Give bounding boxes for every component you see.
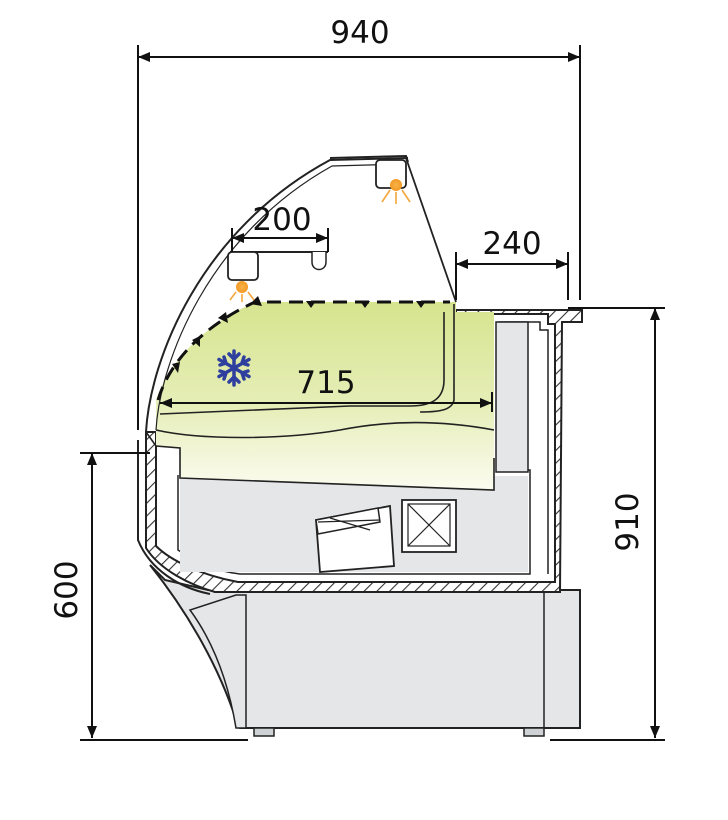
light-icon (229, 281, 255, 302)
label-overall-height: 910 (610, 492, 646, 551)
light-icon (381, 179, 411, 204)
base-cabinet (149, 564, 581, 729)
curved-front-glass (145, 157, 409, 433)
air-arrows (172, 296, 426, 373)
label-top-counter-depth: 240 (482, 226, 541, 262)
base-front-panel (188, 594, 247, 729)
shelf-support (311, 252, 327, 271)
label-counter-height: 600 (49, 560, 85, 619)
snowflake-icon (217, 349, 251, 387)
stored-box-right (401, 499, 457, 553)
tub-outer-wall (137, 440, 211, 595)
foot-left (253, 727, 275, 737)
rear-glass (405, 157, 457, 303)
foot-right (523, 727, 545, 737)
lamp-housing-lower (227, 251, 259, 281)
label-overall-width: 940 (330, 15, 389, 51)
rear-duct (495, 321, 529, 473)
stored-box-left (315, 504, 395, 573)
canopy-top (329, 154, 409, 163)
display-well (156, 302, 494, 490)
display-tray (155, 421, 495, 439)
display-well-floor (145, 431, 495, 491)
label-display-depth: 715 (296, 365, 355, 401)
label-shelf-depth: 200 (252, 202, 311, 238)
